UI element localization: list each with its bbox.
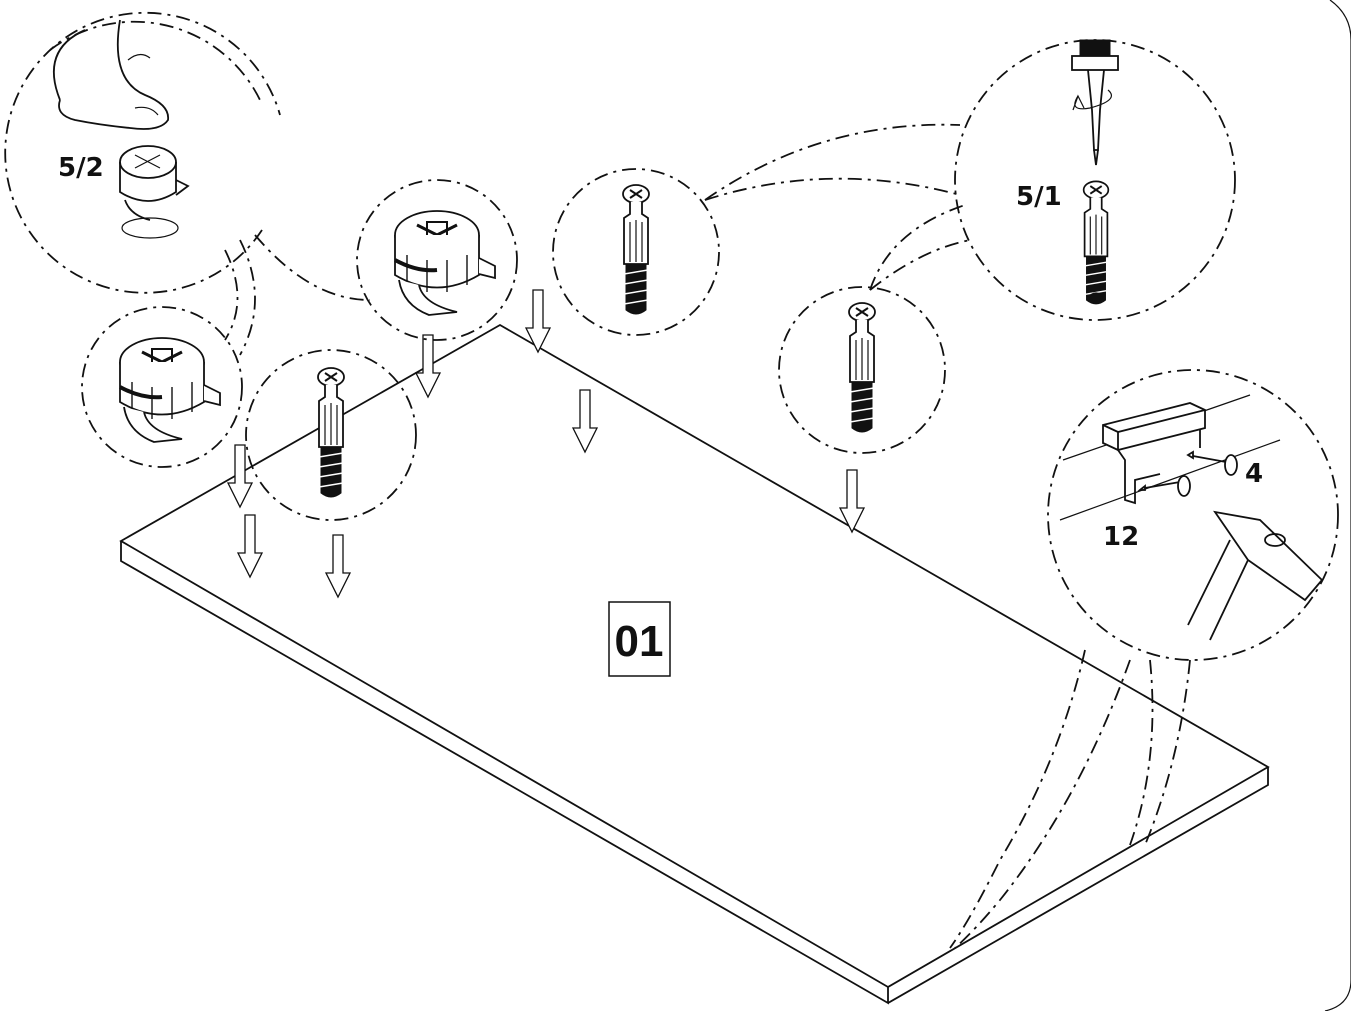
cam-lock-label: 5/2 bbox=[58, 153, 104, 183]
insert-arrows bbox=[226, 289, 866, 599]
page-frame bbox=[1324, 0, 1351, 1011]
down-arrow-icon bbox=[226, 444, 254, 509]
down-arrow-icon bbox=[324, 534, 352, 599]
down-arrow-icon bbox=[571, 389, 599, 454]
cam-bolt-detail-1 bbox=[552, 168, 720, 336]
nail-count-label: 4 bbox=[1245, 459, 1263, 489]
step-number: 01 bbox=[615, 617, 664, 666]
cam-lock-detail-2 bbox=[81, 306, 243, 468]
detail-glide-nailing: 4 12 bbox=[1047, 369, 1339, 661]
finger-icon bbox=[52, 29, 86, 101]
down-arrow-icon bbox=[236, 514, 264, 579]
glide-icon bbox=[1102, 402, 1206, 505]
glide-count-label: 12 bbox=[1103, 522, 1139, 552]
cam-bolt-detail-2 bbox=[245, 349, 417, 521]
cam-bolt-label: 5/1 bbox=[1016, 182, 1062, 212]
hammer-icon bbox=[1187, 510, 1324, 641]
cam-bolt-detail-3 bbox=[778, 286, 946, 454]
cam-lock-detail-1 bbox=[356, 179, 518, 341]
detail-cam-lock-insert: 5/2 bbox=[4, 11, 281, 294]
screwdriver-icon bbox=[1071, 39, 1119, 166]
down-arrow-icon bbox=[414, 334, 442, 399]
step-number-box: 01 bbox=[608, 601, 671, 677]
detail-cam-bolt-screwdriver: 5/1 bbox=[954, 39, 1236, 321]
panel-board bbox=[119, 323, 1270, 1005]
down-arrow-icon bbox=[524, 289, 552, 354]
down-arrow-icon bbox=[838, 469, 866, 534]
leader-lines bbox=[224, 123, 1191, 949]
nail-icon bbox=[1137, 450, 1238, 497]
